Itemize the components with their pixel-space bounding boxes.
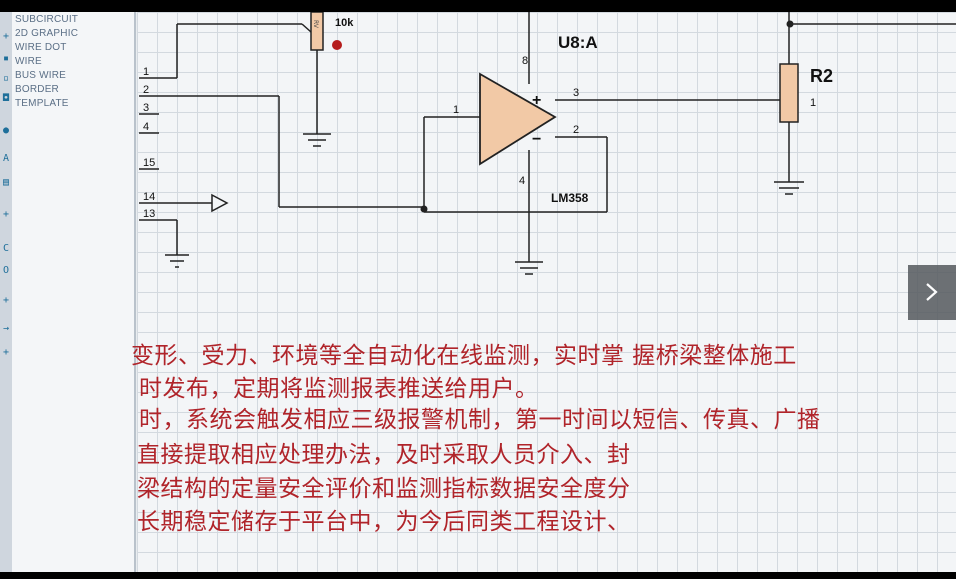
mode-item[interactable]: BUS WIRE xyxy=(15,70,67,81)
header-pin-13: 13 xyxy=(143,208,155,220)
resistor-ref: R2 xyxy=(810,66,833,86)
opamp-output-pin: 1 xyxy=(453,104,459,116)
header-pin-14: 14 xyxy=(143,191,155,203)
tool-icon[interactable]: + xyxy=(2,347,10,358)
pot-value: 10k xyxy=(335,17,354,29)
potentiometer-rv[interactable]: RV 10k xyxy=(301,12,354,147)
resistor-value: 1 xyxy=(810,97,816,109)
mode-item[interactable]: TEMPLATE xyxy=(15,98,69,109)
tool-icon[interactable]: + xyxy=(2,31,10,42)
schematic-drawing: 1 2 3 4 15 14 13 RV 10k xyxy=(139,12,956,275)
tool-icon[interactable]: → xyxy=(2,323,10,334)
tool-icon[interactable]: A xyxy=(2,153,10,164)
mode-item[interactable]: 2D GRAPHIC xyxy=(15,28,79,39)
doc-text-line: 变形、受力、环境等全自动化在线监测，实时掌 握桥梁整体施工 xyxy=(131,343,797,369)
tool-icon[interactable]: + xyxy=(2,209,10,220)
tool-icon[interactable]: C xyxy=(2,243,10,254)
next-slide-button[interactable] xyxy=(908,265,956,320)
component-mode-panel: SUBCIRCUIT 2D GRAPHIC WIRE DOT WIRE BUS WIRE… xyxy=(12,12,136,572)
opamp-minus-sign: − xyxy=(532,131,541,148)
header-pin-3: 3 xyxy=(143,102,149,114)
tool-icon[interactable]: ◘ xyxy=(2,93,10,104)
pot-label: RV xyxy=(312,20,319,29)
document-text-block: 变形、受力、环境等全自动化在线监测，实时掌 握桥梁整体施工时发布，定期将监测报表… xyxy=(131,332,956,552)
tool-icon[interactable]: ▫ xyxy=(2,73,10,84)
doc-text-line: 时，系统会触发相应三级报警机制，第一时间以短信、传真、广播 xyxy=(139,407,821,433)
doc-text-line: 时发布，定期将监测报表推送给用户。 xyxy=(139,376,539,402)
doc-text-line: 直接提取相应处理办法，及时采取人员介入、封 xyxy=(137,442,631,468)
mode-item[interactable]: SUBCIRCUIT xyxy=(15,14,79,25)
resistor-r2[interactable]: R2 1 xyxy=(774,12,956,195)
doc-text-line: 长期稳定储存于平台中，为今后同类工程设计、 xyxy=(137,509,631,535)
tool-icon[interactable]: ▤ xyxy=(2,177,10,188)
mode-item[interactable]: WIRE xyxy=(15,56,42,67)
tool-icon[interactable]: ▪ xyxy=(2,53,10,64)
opamp-plus-sign: + xyxy=(532,92,541,109)
header-pin-4: 4 xyxy=(143,121,149,133)
mode-item[interactable]: BORDER xyxy=(15,84,59,95)
opamp-u8a[interactable]: + − U8:A LM358 8 4 1 3 2 xyxy=(420,12,790,275)
header-pin-15: 15 xyxy=(143,157,155,169)
doc-text-line: 梁结构的定量安全评价和监测指标数据安全度分 xyxy=(137,476,631,502)
opamp-power-pin: 8 xyxy=(522,55,528,67)
header-pin-2: 2 xyxy=(143,84,149,96)
tool-icon[interactable]: ● xyxy=(2,125,10,136)
chevron-right-icon xyxy=(926,283,938,301)
schematic-canvas[interactable]: 1 2 3 4 15 14 13 RV 10k xyxy=(131,12,956,572)
header-pin-1: 1 xyxy=(143,66,149,78)
opamp-ref: U8:A xyxy=(558,33,598,52)
tool-icon[interactable]: + xyxy=(2,295,10,306)
header-connector xyxy=(139,23,424,268)
opamp-inv-pin: 2 xyxy=(573,124,579,136)
opamp-model: LM358 xyxy=(551,191,589,205)
mode-item[interactable]: WIRE DOT xyxy=(15,42,67,53)
opamp-ground-pin: 4 xyxy=(519,175,525,187)
opamp-noninv-pin: 3 xyxy=(573,87,579,99)
probe-dot-icon xyxy=(332,40,342,50)
tool-icon[interactable]: O xyxy=(2,265,10,276)
